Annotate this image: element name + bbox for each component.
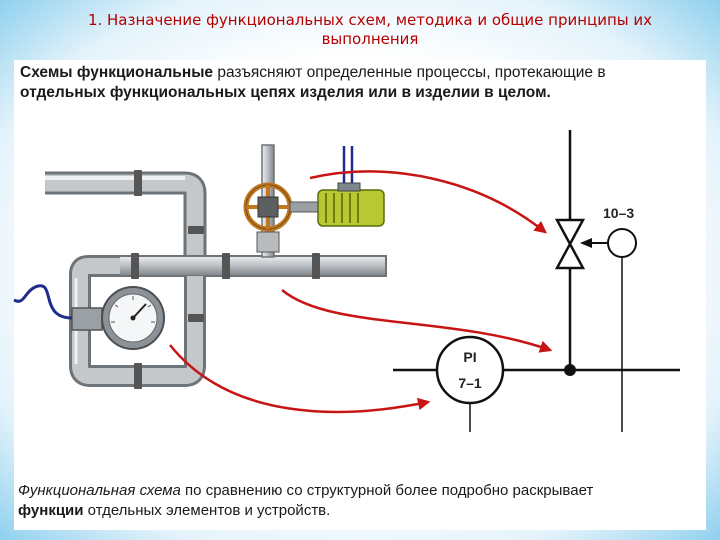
control-valve-symbol — [554, 218, 586, 270]
instrument-tag-label: 7–1 — [458, 375, 482, 391]
text-panel: Схемы функциональные разъясняют определе… — [14, 60, 706, 530]
arrow-to-process-line — [281, 289, 553, 353]
intro-line1-rest: разъясняют определенные процессы, протек… — [213, 64, 606, 81]
pipeline-illustration — [13, 144, 387, 389]
footer-italic: Функциональная схема — [18, 482, 181, 499]
footer-text: Функциональная схема по сравнению со стр… — [18, 481, 702, 521]
intro-text: Схемы функциональные разъясняют определе… — [20, 63, 700, 103]
arrow-to-valve — [309, 170, 547, 234]
footer-line1-rest: по сравнению со структурной более подроб… — [180, 482, 594, 499]
page-title: 1. Назначение функциональных схем, метод… — [87, 11, 653, 48]
arrow-to-instrument — [169, 344, 431, 414]
schematic — [393, 130, 680, 432]
intro-lead-bold: Схемы функциональные — [20, 64, 214, 81]
intro-line2-bold: отдельных функциональных цепях изделия и… — [20, 84, 551, 101]
footer-bold-word: функции — [18, 502, 84, 519]
valve-tag-label: 10–3 — [603, 205, 634, 221]
instrument-function-label: PI — [463, 349, 476, 365]
correspondence-arrows — [169, 170, 553, 414]
footer-line2-rest: отдельных элементов и устройств. — [83, 502, 331, 519]
